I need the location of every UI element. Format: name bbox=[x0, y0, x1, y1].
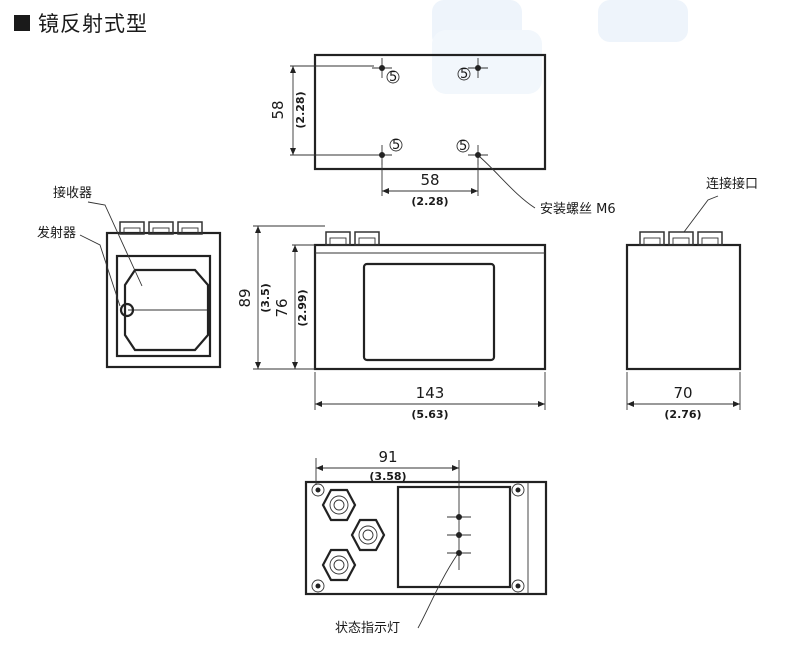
mount-screw-label: 安装螺丝 M6 bbox=[540, 202, 616, 217]
status-led-label: 状态指示灯 bbox=[335, 621, 400, 636]
mount-hole-tr: 5 bbox=[457, 58, 488, 82]
top-height-in: (2.28) bbox=[294, 91, 307, 128]
page-title: 镜反射式型 bbox=[38, 12, 148, 36]
bottom-width-mm: 91 bbox=[378, 448, 397, 466]
section-title: 镜反射式型 bbox=[14, 8, 148, 38]
top-width-mm: 58 bbox=[420, 171, 439, 189]
rear-corner-screws bbox=[311, 483, 525, 593]
connector-label: 连接接口 bbox=[706, 176, 758, 192]
emitter-label: 发射器 bbox=[37, 225, 76, 241]
hole-marker-label: 5 bbox=[460, 67, 468, 82]
side-view: 89 (3.5) 76 (2.99) 143 (5.63) bbox=[236, 225, 547, 421]
end-connectors bbox=[639, 231, 723, 246]
total-height-mm: 89 bbox=[236, 288, 254, 307]
receiver-label: 接收器 bbox=[53, 185, 92, 201]
length-in: (5.63) bbox=[411, 408, 448, 421]
length-mm: 143 bbox=[416, 384, 445, 402]
top-width-in: (2.28) bbox=[411, 195, 448, 208]
hole-marker-label: 5 bbox=[389, 70, 397, 85]
total-height-in: (3.5) bbox=[259, 283, 272, 313]
rear-view: 状态指示灯 91 (3.58) bbox=[304, 448, 548, 636]
body-height-in: (2.99) bbox=[296, 289, 309, 326]
front-view: 接收器 发射器 bbox=[37, 185, 222, 369]
body-height-mm: 76 bbox=[273, 298, 291, 317]
status-led-indicators bbox=[447, 460, 471, 570]
depth-in: (2.76) bbox=[664, 408, 701, 421]
side-connectors bbox=[325, 231, 380, 246]
hole-marker-label: 5 bbox=[459, 139, 467, 154]
depth-mm: 70 bbox=[673, 384, 692, 402]
end-view: 连接接口 70 (2.76) bbox=[625, 176, 758, 421]
cable-glands bbox=[321, 488, 386, 582]
top-view: 5 5 5 5 58 (2.28) 58 (2.28) bbox=[269, 53, 616, 217]
hole-marker-label: 5 bbox=[392, 138, 400, 153]
front-connectors bbox=[119, 221, 203, 235]
title-square-icon bbox=[14, 15, 30, 31]
mount-hole-br: 5 bbox=[456, 139, 488, 165]
bottom-width-in: (3.58) bbox=[369, 470, 406, 483]
mount-hole-bl: 5 bbox=[372, 138, 403, 165]
top-height-mm: 58 bbox=[269, 100, 287, 119]
mount-hole-tl: 5 bbox=[372, 58, 400, 85]
